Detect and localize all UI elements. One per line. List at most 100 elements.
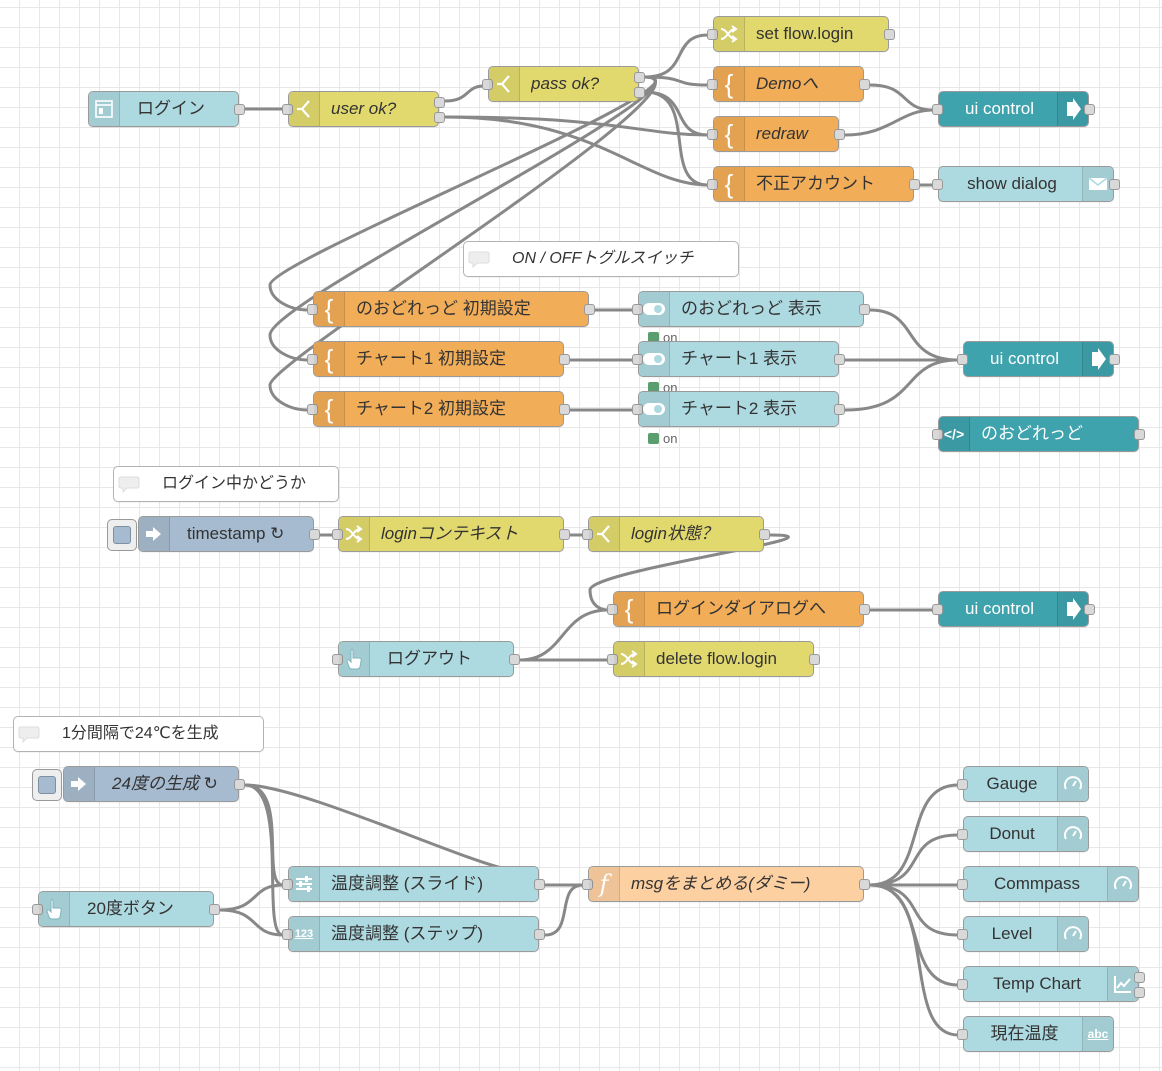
output-port[interactable]: [859, 604, 870, 615]
generate-24-inject-node[interactable]: 24度の生成 ↻: [32, 766, 245, 802]
input-port[interactable]: [582, 529, 593, 540]
output-port[interactable]: [884, 29, 895, 40]
output-port[interactable]: [809, 654, 820, 665]
login-state-switch-node[interactable]: login状態？: [582, 516, 770, 552]
input-port[interactable]: [32, 904, 43, 915]
input-port[interactable]: [707, 29, 718, 40]
chart1-init-function-node[interactable]: { チャート1 初期設定: [307, 341, 570, 377]
input-port[interactable]: [582, 879, 593, 890]
output-port[interactable]: [859, 304, 870, 315]
input-port[interactable]: [932, 429, 943, 440]
pass-ok-switch-node[interactable]: pass ok?: [482, 66, 645, 102]
input-port[interactable]: [332, 529, 343, 540]
output-port[interactable]: [534, 879, 545, 890]
input-port[interactable]: [282, 879, 293, 890]
input-port[interactable]: [932, 104, 943, 115]
input-port[interactable]: [957, 779, 968, 790]
input-port[interactable]: [307, 304, 318, 315]
input-port[interactable]: [957, 879, 968, 890]
input-port[interactable]: [957, 829, 968, 840]
temp-chart-node[interactable]: Temp Chart: [957, 966, 1145, 1002]
input-port[interactable]: [632, 354, 643, 365]
output-port[interactable]: [1134, 987, 1145, 998]
ui-control-node-2[interactable]: ui control: [957, 341, 1120, 377]
output-port[interactable]: [1109, 354, 1120, 365]
redraw-function-node[interactable]: { redraw: [707, 116, 845, 152]
nodored-show-switch-node[interactable]: のおどれっど 表示: [632, 291, 870, 327]
logout-button-node[interactable]: ログアウト: [332, 641, 520, 677]
input-port[interactable]: [282, 929, 293, 940]
compass-node[interactable]: Commpass: [957, 866, 1139, 902]
login-context-change-node[interactable]: loginコンテキスト: [332, 516, 570, 552]
chart2-init-function-node[interactable]: { チャート2 初期設定: [307, 391, 570, 427]
input-port[interactable]: [957, 354, 968, 365]
output-port[interactable]: [1134, 429, 1145, 440]
input-port[interactable]: [932, 179, 943, 190]
output-port[interactable]: [534, 929, 545, 940]
output-port[interactable]: [909, 179, 920, 190]
output-port[interactable]: [434, 97, 445, 108]
button-20-node[interactable]: 20度ボタン: [32, 891, 220, 927]
input-port[interactable]: [282, 104, 293, 115]
gauge-node[interactable]: Gauge: [957, 766, 1089, 802]
set-flow-login-node[interactable]: set flow.login: [707, 16, 895, 52]
chart2-show-switch-node[interactable]: チャート2 表示: [632, 391, 845, 427]
merge-msg-function-node[interactable]: f msgをまとめる(ダミー): [582, 866, 870, 902]
output-port[interactable]: [834, 404, 845, 415]
delete-flow-login-node[interactable]: delete flow.login: [607, 641, 820, 677]
output-port[interactable]: [234, 104, 245, 115]
chart1-show-switch-node[interactable]: チャート1 表示: [632, 341, 845, 377]
input-port[interactable]: [957, 929, 968, 940]
output-port[interactable]: [584, 304, 595, 315]
timestamp-inject-node[interactable]: timestamp ↻: [107, 516, 320, 552]
comment-login-check-node[interactable]: ログイン中かどうか: [113, 466, 339, 502]
slider-temp-node[interactable]: 温度調整 (スライド): [282, 866, 545, 902]
input-port[interactable]: [707, 179, 718, 190]
output-port[interactable]: [209, 904, 220, 915]
output-port[interactable]: [509, 654, 520, 665]
ui-control-node-1[interactable]: ui control: [932, 91, 1095, 127]
demo-function-node[interactable]: { Demoへ: [707, 66, 870, 102]
output-port[interactable]: [634, 72, 645, 83]
input-port[interactable]: [632, 304, 643, 315]
login-form-node[interactable]: ログイン: [88, 91, 245, 127]
inject-trigger-button[interactable]: [107, 519, 137, 551]
inject-trigger-button[interactable]: [32, 769, 62, 801]
output-port[interactable]: [1109, 179, 1120, 190]
input-port[interactable]: [932, 604, 943, 615]
output-port[interactable]: [1134, 972, 1145, 983]
output-port[interactable]: [559, 529, 570, 540]
input-port[interactable]: [332, 654, 343, 665]
output-port[interactable]: [1084, 104, 1095, 115]
input-port[interactable]: [707, 79, 718, 90]
output-port[interactable]: [559, 404, 570, 415]
output-port[interactable]: [559, 354, 570, 365]
output-port[interactable]: [1084, 604, 1095, 615]
nodored-template-node[interactable]: </> のおどれっど: [932, 416, 1145, 452]
input-port[interactable]: [957, 979, 968, 990]
output-port[interactable]: [434, 112, 445, 123]
output-port[interactable]: [309, 529, 320, 540]
invalid-account-function-node[interactable]: { 不正アカウント: [707, 166, 920, 202]
to-login-dialog-function-node[interactable]: { ログインダイアログへ: [607, 591, 870, 627]
output-port[interactable]: [634, 87, 645, 98]
output-port[interactable]: [759, 529, 770, 540]
output-port[interactable]: [859, 79, 870, 90]
donut-node[interactable]: Donut: [957, 816, 1089, 852]
output-port[interactable]: [859, 879, 870, 890]
show-dialog-node[interactable]: show dialog: [932, 166, 1120, 202]
output-port[interactable]: [834, 129, 845, 140]
input-port[interactable]: [482, 79, 493, 90]
current-temp-text-node[interactable]: 現在温度 abc: [957, 1016, 1114, 1052]
input-port[interactable]: [307, 404, 318, 415]
input-port[interactable]: [632, 404, 643, 415]
level-node[interactable]: Level: [957, 916, 1089, 952]
output-port[interactable]: [834, 354, 845, 365]
numeric-temp-node[interactable]: 123 温度調整 (ステップ): [282, 916, 545, 952]
output-port[interactable]: [234, 779, 245, 790]
input-port[interactable]: [707, 129, 718, 140]
user-ok-switch-node[interactable]: user ok?: [282, 91, 445, 127]
input-port[interactable]: [957, 1029, 968, 1040]
comment-toggle-node[interactable]: ON / OFFトグルスイッチ: [463, 241, 739, 277]
comment-generate-node[interactable]: 1分間隔で24℃を生成: [13, 716, 264, 752]
